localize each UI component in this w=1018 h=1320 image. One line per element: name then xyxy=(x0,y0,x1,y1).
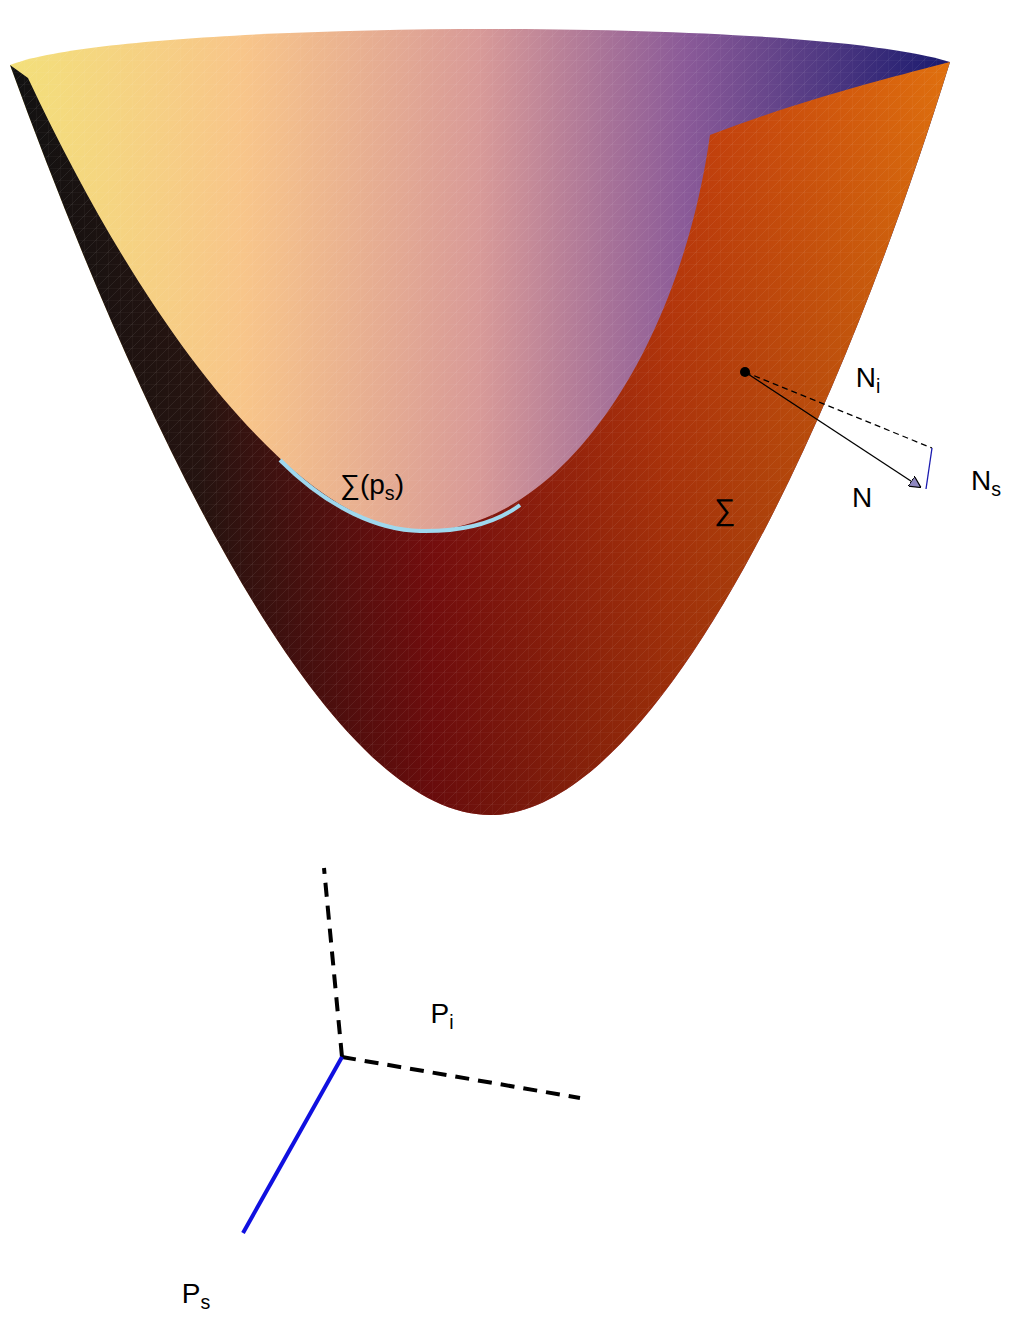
cut-edge xyxy=(280,460,520,531)
math-label: Ns xyxy=(971,466,1001,500)
normal-component-s xyxy=(926,448,932,489)
math-label: ∑ xyxy=(714,493,735,526)
inner-mesh xyxy=(10,29,950,815)
inner-surface xyxy=(10,29,950,815)
subscript: i xyxy=(449,1011,453,1033)
subscript: i xyxy=(876,375,880,397)
math-label: N xyxy=(852,483,872,514)
normal-vector xyxy=(745,372,920,487)
label-part: N xyxy=(971,465,991,496)
label-part: ) xyxy=(395,469,404,500)
label-part: P xyxy=(430,998,449,1029)
axis-dashed-vertical xyxy=(324,868,342,1057)
subscript: s xyxy=(385,482,395,504)
label-part: N xyxy=(852,482,872,513)
math-label: ∑(ps) xyxy=(340,470,404,504)
label-position: Pi xyxy=(430,999,453,1033)
label-position: ∑(ps) xyxy=(340,470,404,504)
subscript: s xyxy=(991,478,1001,500)
axis-dashed-horizontal xyxy=(342,1057,580,1098)
label-part: ∑(p xyxy=(340,469,385,500)
outer-surface xyxy=(10,62,950,815)
outer-mesh xyxy=(10,62,950,815)
label-part: N xyxy=(856,362,876,393)
math-label: Pi xyxy=(430,999,453,1033)
normal-projection-dashed xyxy=(745,372,932,448)
outer-shade xyxy=(10,62,950,815)
label-position: Ni xyxy=(856,363,881,397)
label-position: ∑ xyxy=(714,493,735,526)
label-position: N xyxy=(852,483,872,514)
label-position: Ns xyxy=(971,466,1001,500)
label-part: P xyxy=(182,1278,201,1309)
math-label: Ni xyxy=(856,363,881,397)
label-position: Ps xyxy=(182,1279,210,1313)
label-part: ∑ xyxy=(714,493,735,526)
axis-blue xyxy=(243,1057,342,1233)
math-label: Ps xyxy=(182,1279,210,1313)
subscript: s xyxy=(200,1291,210,1313)
